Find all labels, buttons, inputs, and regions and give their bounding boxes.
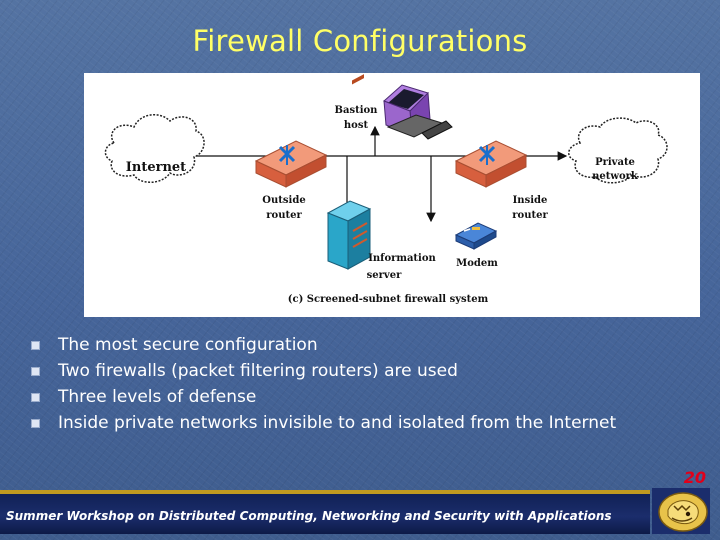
page-number: 20 [683,468,706,487]
bastion-label-line2: host [344,120,369,131]
internet-label: Internet [126,160,186,175]
bullet-item: Three levels of defense [28,386,616,412]
bullet-square-icon [31,419,40,428]
internet-cloud: Internet [104,114,205,183]
firewall-diagram: Internet Private network Outside router … [84,73,700,317]
inside-router-icon [454,140,528,188]
bullet-square-icon [31,393,40,402]
modem-light [472,227,480,230]
bastion-label-line1: Bastion [335,105,379,116]
bullet-item: Inside private networks invisible to and… [28,412,616,438]
bullet-text: Two firewalls (packet filtering routers)… [58,361,458,381]
bullet-text: Three levels of defense [58,387,257,407]
modem-label: Modem [456,258,498,269]
diagram-svg: Internet Private network Outside router … [104,74,668,305]
private-network-cloud: Private network [568,117,668,184]
private-network-label-line2: network [592,171,639,182]
inside-router-label-line2: router [512,210,548,221]
information-server-label-line1: Information [368,253,436,264]
outside-router-label-line2: router [266,210,302,221]
outside-router-label-line1: Outside [262,195,305,206]
bastion-host-computer-icon [383,84,453,140]
inside-router-label-line1: Inside [513,195,548,206]
bullet-text: The most secure configuration [58,335,318,355]
modem-icon [454,222,498,250]
footer-bar [0,490,650,534]
private-network-label-line1: Private [595,157,635,168]
bullet-text: Inside private networks invisible to and… [58,413,617,433]
server-bay [352,74,364,85]
outside-router-icon [254,140,328,188]
slide-title: Firewall Configurations [192,24,528,58]
bullet-square-icon [31,341,40,350]
information-server-label-line2: server [367,270,402,281]
gator-logo-icon [652,488,710,534]
bullet-square-icon [31,367,40,376]
diagram-caption: (c) Screened-subnet firewall system [288,294,489,305]
bullet-list: The most secure configuration Two firewa… [28,334,616,438]
footer-text: Summer Workshop on Distributed Computing… [6,509,612,523]
information-server-icon [326,74,372,270]
bullet-item: Two firewalls (packet filtering routers)… [28,360,616,386]
bullet-item: The most secure configuration [28,334,616,360]
